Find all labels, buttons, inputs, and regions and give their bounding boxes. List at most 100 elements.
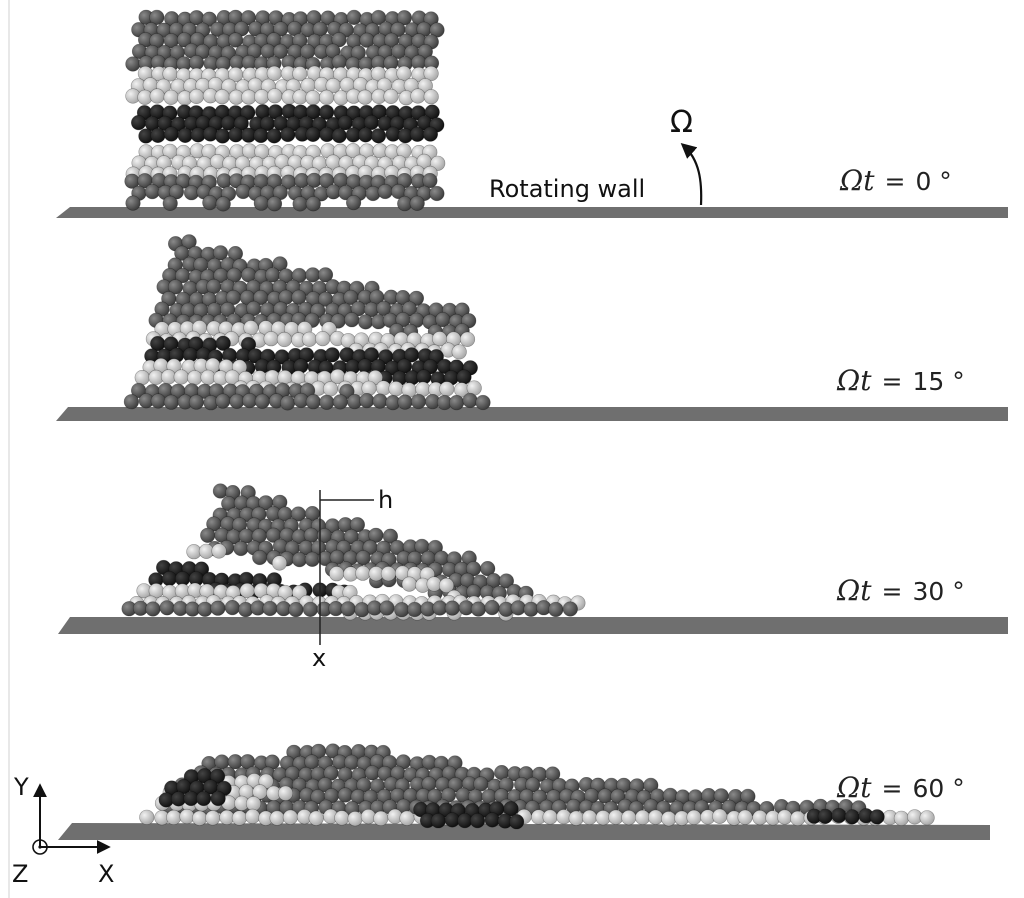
particle-light	[430, 155, 446, 171]
particle-light	[292, 89, 308, 105]
particle-light	[423, 65, 439, 82]
particle-dark	[254, 393, 270, 409]
particle-dark	[377, 183, 393, 200]
particle-light	[305, 90, 321, 106]
angle-value: 30 °	[912, 577, 964, 606]
particle-dark	[181, 234, 197, 250]
particle-light	[355, 565, 371, 581]
svg-text:Ωt=30 °: Ωt=30 °	[836, 574, 965, 607]
particle-black	[817, 808, 833, 824]
particle-light	[173, 369, 189, 385]
particle-light	[919, 810, 935, 826]
particle-light	[777, 809, 793, 825]
particle-dark	[149, 9, 165, 25]
angle-label-15: Ωt=15 °	[836, 364, 965, 397]
particle-light	[373, 810, 389, 827]
particle-light	[595, 810, 611, 826]
angle-omega: Ω	[836, 364, 860, 397]
particle-light	[322, 381, 339, 397]
angle-equals: =	[881, 367, 902, 396]
particle-dark	[484, 599, 500, 616]
particle-dark	[215, 196, 231, 212]
particle-dark	[340, 601, 356, 617]
particle-light	[271, 555, 288, 571]
particle-light	[263, 331, 279, 347]
particle-dark	[235, 183, 251, 200]
particle-dark	[201, 11, 217, 27]
particle-light	[231, 810, 247, 826]
particle-black	[319, 104, 335, 120]
particle-dark	[354, 602, 370, 618]
particle-light	[211, 543, 227, 559]
angle-label-0: Ωt=0 °	[839, 164, 952, 197]
particle-dark	[317, 267, 334, 283]
particle-light	[380, 566, 397, 582]
particle-dark	[344, 312, 360, 328]
particle-black	[215, 335, 231, 351]
particle-light	[661, 811, 677, 827]
svg-text:Ωt=15 °: Ωt=15 °	[836, 364, 965, 397]
particle-dark	[233, 540, 249, 557]
particle-dark	[197, 601, 213, 617]
rotation-arrow	[680, 142, 703, 206]
particle-black	[358, 127, 374, 143]
particle-dark	[379, 600, 395, 616]
particle-black	[161, 570, 177, 587]
particle-light	[319, 89, 335, 105]
particle-dark	[305, 196, 321, 212]
particle-dark	[429, 185, 445, 202]
particle-light	[401, 576, 417, 592]
particle-black	[831, 807, 847, 824]
particle-light	[267, 88, 283, 104]
particle-black	[280, 126, 296, 143]
particle-dark	[305, 394, 321, 410]
particle-dark	[397, 394, 413, 410]
particle-light	[192, 810, 208, 826]
particle-dark	[331, 32, 347, 48]
particle-dark	[262, 600, 278, 617]
particle-light	[383, 88, 399, 104]
particle-dark	[188, 54, 205, 71]
particle-light	[621, 809, 637, 826]
particle-dark	[422, 173, 438, 189]
floor-panel-4	[58, 823, 990, 840]
y-axis-label: Y	[13, 773, 29, 801]
particle-dark	[358, 314, 374, 330]
particle-dark	[332, 394, 348, 410]
particle-light	[752, 809, 768, 826]
particle-dark	[188, 394, 204, 410]
particle-dark	[359, 393, 375, 409]
particle-dark	[396, 10, 413, 26]
particle-light	[277, 785, 294, 801]
particle-dark	[349, 517, 366, 533]
particle-dark	[253, 195, 269, 211]
height-label: h	[378, 486, 393, 514]
particle-dark	[346, 9, 362, 25]
particle-dark	[444, 600, 460, 616]
particle-dark	[229, 393, 245, 409]
particle-dark	[339, 383, 355, 400]
particle-black	[240, 104, 256, 121]
particle-black	[337, 115, 353, 131]
particle-light	[308, 810, 324, 826]
particle-light	[410, 88, 426, 104]
particle-black	[469, 812, 486, 829]
particle-light	[334, 810, 350, 826]
particle-light	[347, 811, 363, 827]
angle-t: t	[860, 574, 872, 607]
particle-light	[647, 809, 664, 825]
particle-dark	[409, 195, 425, 211]
floor-panel-1	[56, 207, 1008, 218]
particle-black	[209, 768, 226, 784]
particle-dark	[562, 601, 578, 617]
particle-light	[542, 809, 558, 825]
particle-black	[484, 812, 500, 828]
angle-label-60: Ωt=60 °	[836, 771, 965, 804]
particle-black	[869, 809, 885, 825]
particle-light	[245, 796, 262, 812]
angle-t: t	[860, 771, 872, 804]
z-axis-label: Z	[12, 860, 28, 888]
particle-black	[131, 114, 147, 131]
particle-light	[737, 809, 753, 825]
